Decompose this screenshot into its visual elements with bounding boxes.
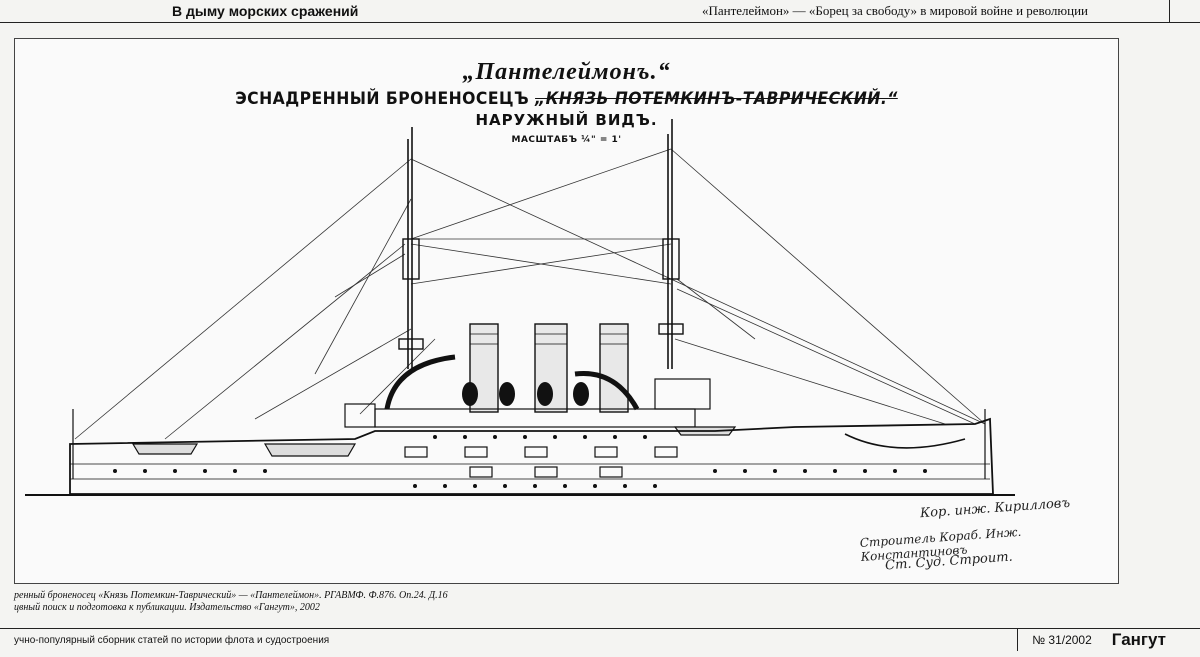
article-title: «Пантелеймон» — «Борец за свободу» в мир… <box>701 3 1088 18</box>
figure-caption: ренный броненосец «Князь Потемкин-Таврич… <box>14 590 714 614</box>
superstructure <box>344 378 711 428</box>
section-title: В дыму морских сражений <box>172 3 359 19</box>
drawing-subtitle: НАРУЖНЫЙ ВИДЪ. <box>475 111 658 129</box>
drawing-title-main: ЭСНАДРЕННЫЙ БРОНЕНОСЕЦЪ „КНЯЗЬ ПОТЕМКИНЪ… <box>59 89 1074 109</box>
publisher-brand: Гангут <box>1111 630 1166 649</box>
boats <box>131 426 737 457</box>
footer-description: учно-популярный сборник статей по истори… <box>14 634 330 646</box>
ventilators <box>462 382 589 406</box>
page-footer: учно-популярный сборник статей по истори… <box>0 628 1200 651</box>
caption-line-2: цвный поиск и подготовка к публикации. И… <box>14 602 320 613</box>
masts <box>407 119 673 369</box>
issue-number: № 31/2002 <box>1017 629 1106 651</box>
anchor-chain <box>844 433 966 449</box>
caption-line-1: ренный броненосец «Князь Потемкин-Таврич… <box>14 590 448 601</box>
flag-staffs <box>72 409 986 479</box>
portholes <box>113 435 927 488</box>
page-header: В дыму морских сражений «Пантелеймон» — … <box>0 0 1200 23</box>
title-struck-name: „КНЯЗЬ ПОТЕМКИНЪ-ТАВРИЧЕСКИЙ.“ <box>535 89 898 109</box>
fighting-tops <box>398 238 684 350</box>
casemates <box>404 446 678 478</box>
rigging-lines <box>74 148 986 440</box>
title-prefix: ЭСНАДРЕННЫЙ БРОНЕНОСЕЦЪ <box>235 89 536 109</box>
ship-profile-drawing <box>25 119 1015 496</box>
boat-cranes <box>384 354 640 411</box>
header-corner-mark <box>1169 0 1200 22</box>
funnel-bands <box>470 333 628 345</box>
drawing-scale: МАСШТАБЪ ¼" = 1' <box>511 135 622 145</box>
drawing-title-script: „Пантелеймонъ.“ <box>462 59 671 85</box>
ship-drawing-frame: „Пантелеймонъ.“ ЭСНАДРЕННЫЙ БРОНЕНОСЕЦЪ … <box>14 38 1119 584</box>
